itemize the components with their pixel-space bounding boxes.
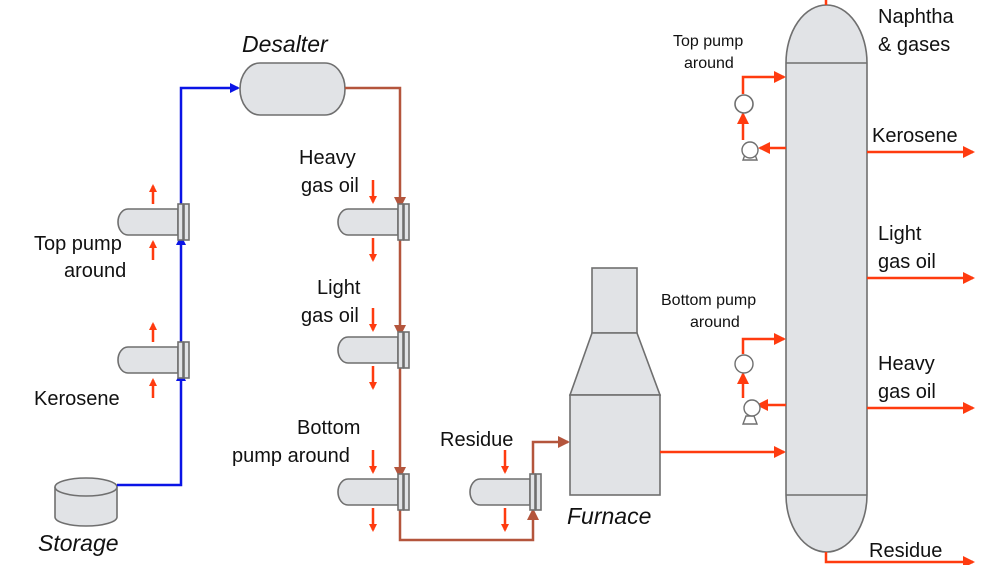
product-lines [824,0,975,565]
furnace [568,267,662,496]
cold-crude-line [117,83,240,487]
product-kerosene-label: Kerosene [872,125,958,147]
desalter-vessel [239,62,346,116]
product-naphtha-label: Naphtha& gases [878,6,954,56]
hx-light-gas-oil [337,308,410,390]
top-pumparound-loop [734,71,786,161]
furnace-label: Furnace [567,503,651,529]
desalter-label: Desalter [242,31,329,57]
product-residue-label: Residue [869,540,942,562]
hx-heavy-gas-oil [337,180,410,262]
pump-icon [741,399,761,425]
residue-hx-label: Residue [440,429,513,451]
hx-bottom-pumparound [337,450,410,532]
pump-icon [741,141,759,161]
storage-tank [54,477,118,527]
hot-crude-line [345,86,570,542]
bottom-pumparound-loop [734,333,786,425]
left-hx-top-pumparound [117,184,190,260]
left-hx2-label: Kerosene [34,388,120,410]
left-hx-kerosene [117,322,190,398]
hx-residue [469,450,542,532]
storage-label: Storage [38,530,119,556]
distillation-column [785,4,868,553]
